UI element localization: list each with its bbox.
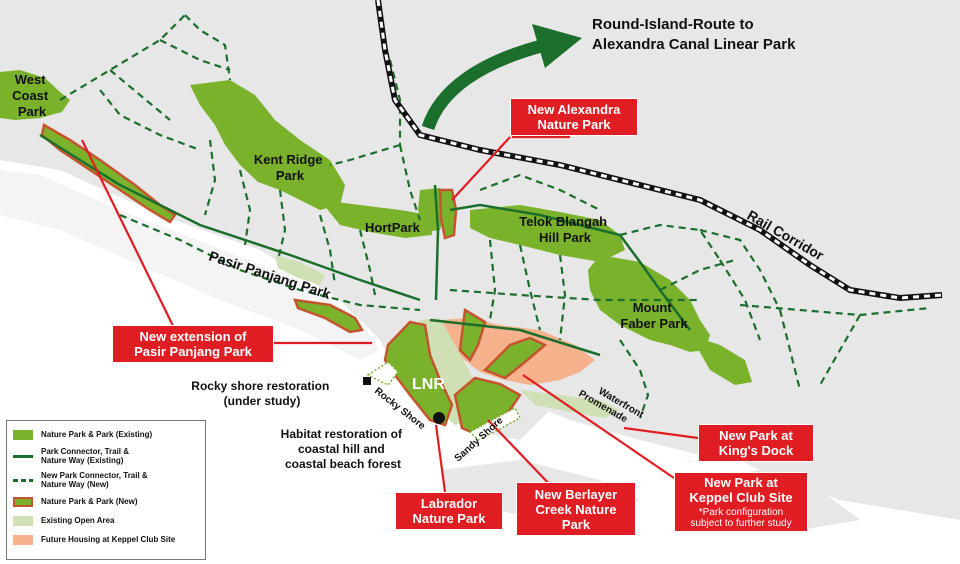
callout-note: subject to further study	[690, 518, 792, 529]
callout-pasir-panjang-extension: New extension of Pasir Panjang Park	[112, 325, 274, 363]
callout-line: Keppel Club Site	[689, 490, 793, 505]
callout-line: Nature Park	[537, 117, 611, 132]
rail-corridor-line	[375, 0, 943, 302]
callout-line: New extension of	[139, 329, 247, 344]
kent-ridge-ext-area	[320, 200, 432, 238]
legend-label: Existing Open Area	[41, 516, 115, 525]
callout-line: New Alexandra	[527, 102, 621, 117]
new-parks	[40, 123, 548, 437]
rocky-shore-marker	[363, 377, 371, 385]
mount-faber-tail	[690, 335, 752, 385]
callout-line: Pasir Panjang Park	[134, 344, 252, 359]
rocky-shore-area	[366, 361, 399, 386]
sea-area	[0, 160, 960, 564]
keppel-park-strip-2	[458, 307, 487, 363]
hortpark-label: HortPark	[365, 220, 421, 235]
dashed-green-line-icon	[13, 478, 33, 482]
callout-labrador: Labrador Nature Park	[395, 492, 503, 530]
callout-line: New Park at	[704, 475, 778, 490]
shore-areas	[366, 361, 521, 441]
callout-berlayer: New Berlayer Creek Nature Park	[516, 482, 636, 536]
callout-kings-dock: New Park at King's Dock	[698, 424, 814, 462]
open-area-waterfront	[520, 390, 620, 418]
habitat-restoration-marker	[433, 412, 445, 424]
pasir-panjang-ext-2	[293, 298, 364, 334]
callout-note: *Park configuration	[698, 507, 784, 518]
route-title-line-1: Round-Island-Route to	[592, 16, 754, 33]
habitat-restoration-label: Habitat restoration of coastal hill and …	[281, 427, 406, 471]
solid-green-line-icon	[13, 454, 33, 458]
callout-new-alexandra: New Alexandra Nature Park	[510, 98, 638, 136]
round-island-route-arrow	[421, 24, 582, 131]
legend-item: Future Housing at Keppel Club Site	[13, 530, 199, 549]
legend-label: Nature Park & Park (New)	[41, 497, 138, 506]
rocky-shore-restoration-label: Rocky shore restoration (under study)	[191, 379, 332, 408]
mount-faber-area	[588, 255, 710, 352]
existing-connectors	[39, 133, 691, 357]
keppel-club-park-strip	[482, 336, 548, 380]
green-fill-red-border-swatch	[13, 496, 33, 507]
telok-blangah-area	[470, 205, 625, 262]
route-title-line-2: Alexandra Canal Linear Park	[592, 36, 796, 53]
legend-label: New Park Connector, Trail & Nature Way (…	[41, 471, 148, 489]
mount-faber-label: Mount Faber Park	[620, 300, 688, 331]
callout-line: Nature Park	[412, 511, 486, 526]
open-area-pasir-panjang	[275, 255, 325, 285]
kent-ridge-park-area	[190, 80, 345, 210]
west-coast-park-area	[0, 70, 70, 120]
callout-line: Park	[561, 516, 591, 532]
callout-leaders	[81, 135, 699, 493]
callout-line: Creek Nature	[535, 501, 617, 517]
legend-item: Nature Park & Park (New)	[13, 492, 199, 511]
west-coast-park-label: West Coast Park	[12, 72, 52, 119]
callout-keppel-club: New Park at Keppel Club Site *Park confi…	[674, 472, 808, 532]
callout-line: Labrador	[420, 496, 478, 511]
legend-item: Existing Open Area	[13, 511, 199, 530]
legend-item: New Park Connector, Trail & Nature Way (…	[13, 468, 199, 492]
sandy-shore-area	[468, 406, 521, 441]
kent-ridge-park-label: Kent Ridge Park	[254, 152, 326, 183]
legend-label: Future Housing at Keppel Club Site	[41, 535, 176, 544]
route-title: Round-Island-Route to Alexandra Canal Li…	[592, 16, 796, 53]
telok-blangah-label: Telok Blangah Hill Park	[519, 214, 611, 245]
callout-line: New Park at	[719, 428, 793, 443]
light-green-swatch	[13, 515, 33, 526]
new-connectors	[59, 14, 931, 419]
callout-line: New Berlayer	[534, 486, 618, 502]
peach-swatch	[13, 534, 33, 545]
legend-label: Nature Park & Park (Existing)	[41, 430, 153, 439]
legend-label: Park Connector, Trail & Nature Way (Exis…	[41, 447, 130, 465]
legend-item: Nature Park & Park (Existing)	[13, 425, 199, 444]
callout-line: King's Dock	[718, 443, 794, 458]
green-fill-swatch	[13, 429, 33, 440]
legend-item: Park Connector, Trail & Nature Way (Exis…	[13, 444, 199, 468]
alexandra-nature-park-area	[438, 188, 458, 240]
lnr-label: LNR	[412, 376, 445, 393]
pasir-panjang-ext-area	[40, 123, 177, 224]
map-legend: Nature Park & Park (Existing) Park Conne…	[6, 420, 206, 560]
rail-corridor-label: Rail Corridor	[745, 207, 828, 264]
